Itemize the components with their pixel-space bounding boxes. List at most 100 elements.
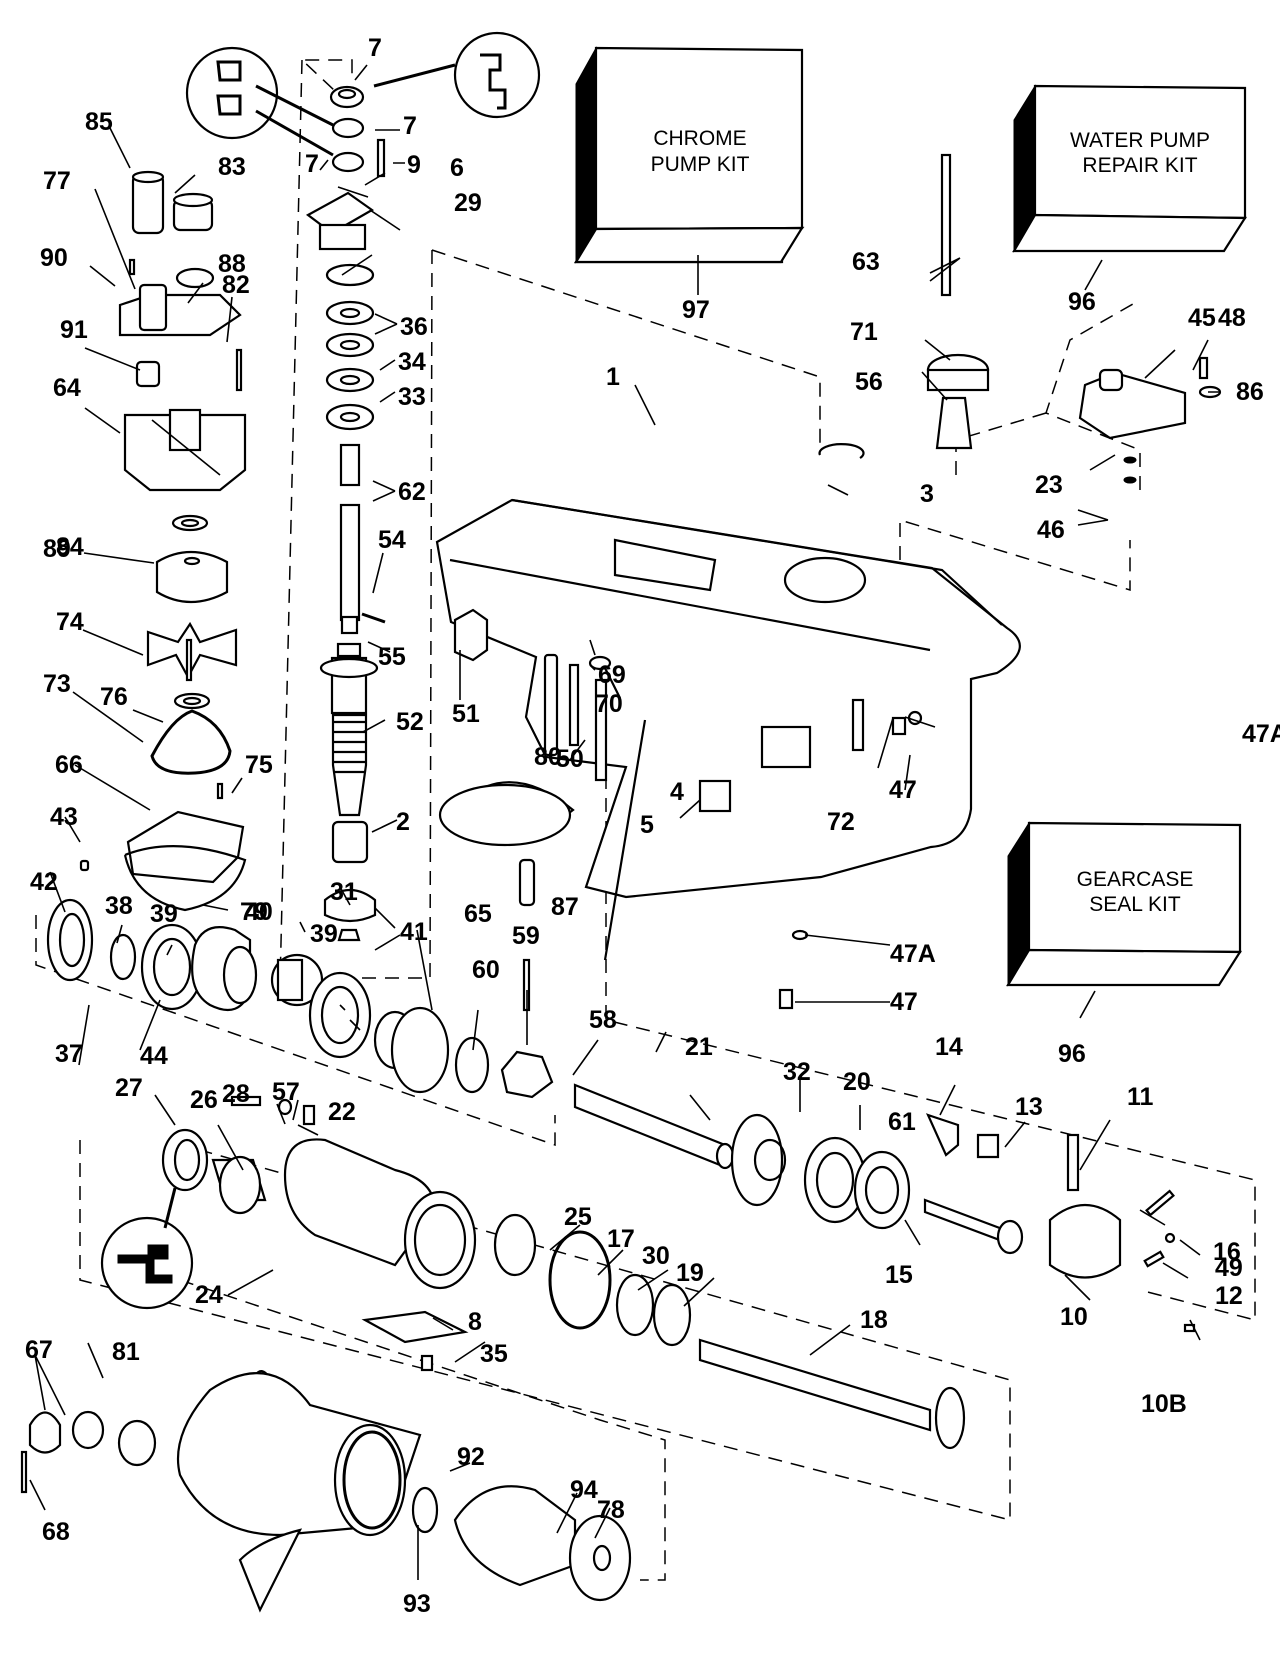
callout-3[interactable]: 3 [920, 480, 934, 508]
callout-6[interactable]: 6 [450, 154, 464, 182]
callout-87[interactable]: 87 [551, 893, 579, 921]
callout-65[interactable]: 65 [464, 900, 492, 928]
callout-39[interactable]: 39 [150, 900, 178, 928]
callout-64[interactable]: 64 [53, 374, 81, 402]
callout-70[interactable]: 70 [595, 690, 623, 718]
callout-47A[interactable]: 47A [1242, 720, 1280, 748]
callout-11[interactable]: 11 [1127, 1083, 1154, 1111]
callout-40[interactable]: 40 [245, 898, 273, 926]
callout-12[interactable]: 12 [1215, 1282, 1243, 1310]
callout-77[interactable]: 77 [43, 167, 71, 195]
callout-48[interactable]: 48 [1218, 304, 1246, 332]
callout-47[interactable]: 47 [889, 776, 917, 804]
callout-32[interactable]: 32 [783, 1058, 811, 1086]
callout-90[interactable]: 90 [40, 244, 68, 272]
callout-52[interactable]: 52 [396, 708, 424, 736]
callout-60[interactable]: 60 [472, 956, 500, 984]
callout-55[interactable]: 55 [378, 643, 406, 671]
callout-38[interactable]: 38 [105, 892, 133, 920]
gearcase-seal-kit-box[interactable]: GEARCASE SEAL KIT [1006, 821, 1242, 1019]
callout-7[interactable]: 7 [403, 112, 417, 140]
callout-66[interactable]: 66 [55, 751, 83, 779]
callout-23[interactable]: 23 [1035, 471, 1063, 499]
callout-47[interactable]: 47 [890, 988, 918, 1016]
kit-callout-96[interactable]: 96 [1058, 1040, 1086, 1068]
kit-callout-96[interactable]: 96 [1068, 288, 1096, 316]
callout-7[interactable]: 7 [368, 34, 382, 62]
callout-83[interactable]: 83 [218, 153, 246, 181]
callout-13[interactable]: 13 [1015, 1093, 1043, 1121]
callout-29[interactable]: 29 [454, 189, 482, 217]
callout-57[interactable]: 57 [272, 1078, 300, 1106]
callout-24[interactable]: 24 [195, 1281, 223, 1309]
callout-42[interactable]: 42 [30, 868, 58, 896]
callout-36[interactable]: 36 [400, 313, 428, 341]
callout-4[interactable]: 4 [670, 778, 684, 806]
callout-22[interactable]: 22 [328, 1098, 356, 1126]
water-pump-repair-kit-box[interactable]: WATER PUMP REPAIR KIT [1012, 84, 1247, 291]
callout-61[interactable]: 61 [888, 1108, 916, 1136]
callout-35[interactable]: 35 [480, 1340, 508, 1368]
callout-9[interactable]: 9 [407, 151, 421, 179]
callout-15[interactable]: 15 [885, 1261, 913, 1289]
callout-46[interactable]: 46 [1037, 516, 1065, 544]
callout-47A[interactable]: 47A [890, 940, 936, 968]
callout-59[interactable]: 59 [512, 922, 540, 950]
callout-93[interactable]: 93 [403, 1590, 431, 1618]
callout-69[interactable]: 69 [598, 661, 626, 689]
callout-5[interactable]: 5 [640, 811, 654, 839]
callout-41[interactable]: 41 [400, 918, 428, 946]
callout-67[interactable]: 67 [25, 1336, 53, 1364]
callout-30[interactable]: 30 [642, 1242, 670, 1270]
callout-50[interactable]: 50 [556, 745, 584, 773]
callout-10[interactable]: 10 [1060, 1303, 1088, 1331]
callout-2[interactable]: 2 [396, 808, 410, 836]
callout-7[interactable]: 7 [305, 150, 319, 178]
callout-10B[interactable]: 10B [1141, 1390, 1187, 1418]
callout-58[interactable]: 58 [589, 1006, 617, 1034]
callout-31[interactable]: 31 [330, 878, 358, 906]
callout-80[interactable]: 80 [534, 743, 562, 771]
callout-85[interactable]: 85 [85, 108, 113, 136]
callout-62[interactable]: 62 [398, 478, 426, 506]
callout-28[interactable]: 28 [222, 1080, 250, 1108]
callout-86[interactable]: 86 [1236, 378, 1264, 406]
callout-21[interactable]: 21 [685, 1033, 713, 1061]
callout-19[interactable]: 19 [676, 1259, 704, 1287]
callout-27[interactable]: 27 [115, 1074, 143, 1102]
callout-17[interactable]: 17 [607, 1225, 635, 1253]
callout-68[interactable]: 68 [42, 1518, 70, 1546]
callout-1[interactable]: 1 [606, 363, 620, 391]
callout-16[interactable]: 16 [1213, 1238, 1241, 1266]
callout-20[interactable]: 20 [843, 1068, 871, 1096]
callout-84[interactable]: 84 [56, 533, 84, 561]
callout-39[interactable]: 39 [310, 920, 338, 948]
callout-71[interactable]: 71 [850, 318, 878, 346]
callout-78[interactable]: 78 [597, 1496, 625, 1524]
callout-56[interactable]: 56 [855, 368, 883, 396]
callout-49[interactable]: 49 [1215, 1254, 1243, 1282]
kit-callout-97[interactable]: 97 [682, 296, 710, 324]
callout-79[interactable]: 79 [240, 898, 268, 926]
callout-34[interactable]: 34 [398, 348, 426, 376]
callout-89[interactable]: 89 [43, 535, 71, 563]
callout-33[interactable]: 33 [398, 383, 426, 411]
callout-75[interactable]: 75 [245, 751, 273, 779]
callout-43[interactable]: 43 [50, 803, 78, 831]
callout-63[interactable]: 63 [852, 248, 880, 276]
callout-44[interactable]: 44 [140, 1042, 168, 1070]
callout-37[interactable]: 37 [55, 1040, 83, 1068]
callout-25[interactable]: 25 [564, 1203, 592, 1231]
callout-91[interactable]: 91 [60, 316, 88, 344]
callout-54[interactable]: 54 [378, 526, 406, 554]
callout-74[interactable]: 74 [56, 608, 84, 636]
callout-45[interactable]: 45 [1188, 304, 1216, 332]
callout-76[interactable]: 76 [100, 683, 128, 711]
callout-8[interactable]: 8 [468, 1308, 482, 1336]
callout-14[interactable]: 14 [935, 1033, 963, 1061]
callout-92[interactable]: 92 [457, 1443, 485, 1471]
callout-26[interactable]: 26 [190, 1086, 218, 1114]
callout-72[interactable]: 72 [827, 808, 855, 836]
callout-81[interactable]: 81 [112, 1338, 140, 1366]
callout-88[interactable]: 88 [218, 250, 246, 278]
